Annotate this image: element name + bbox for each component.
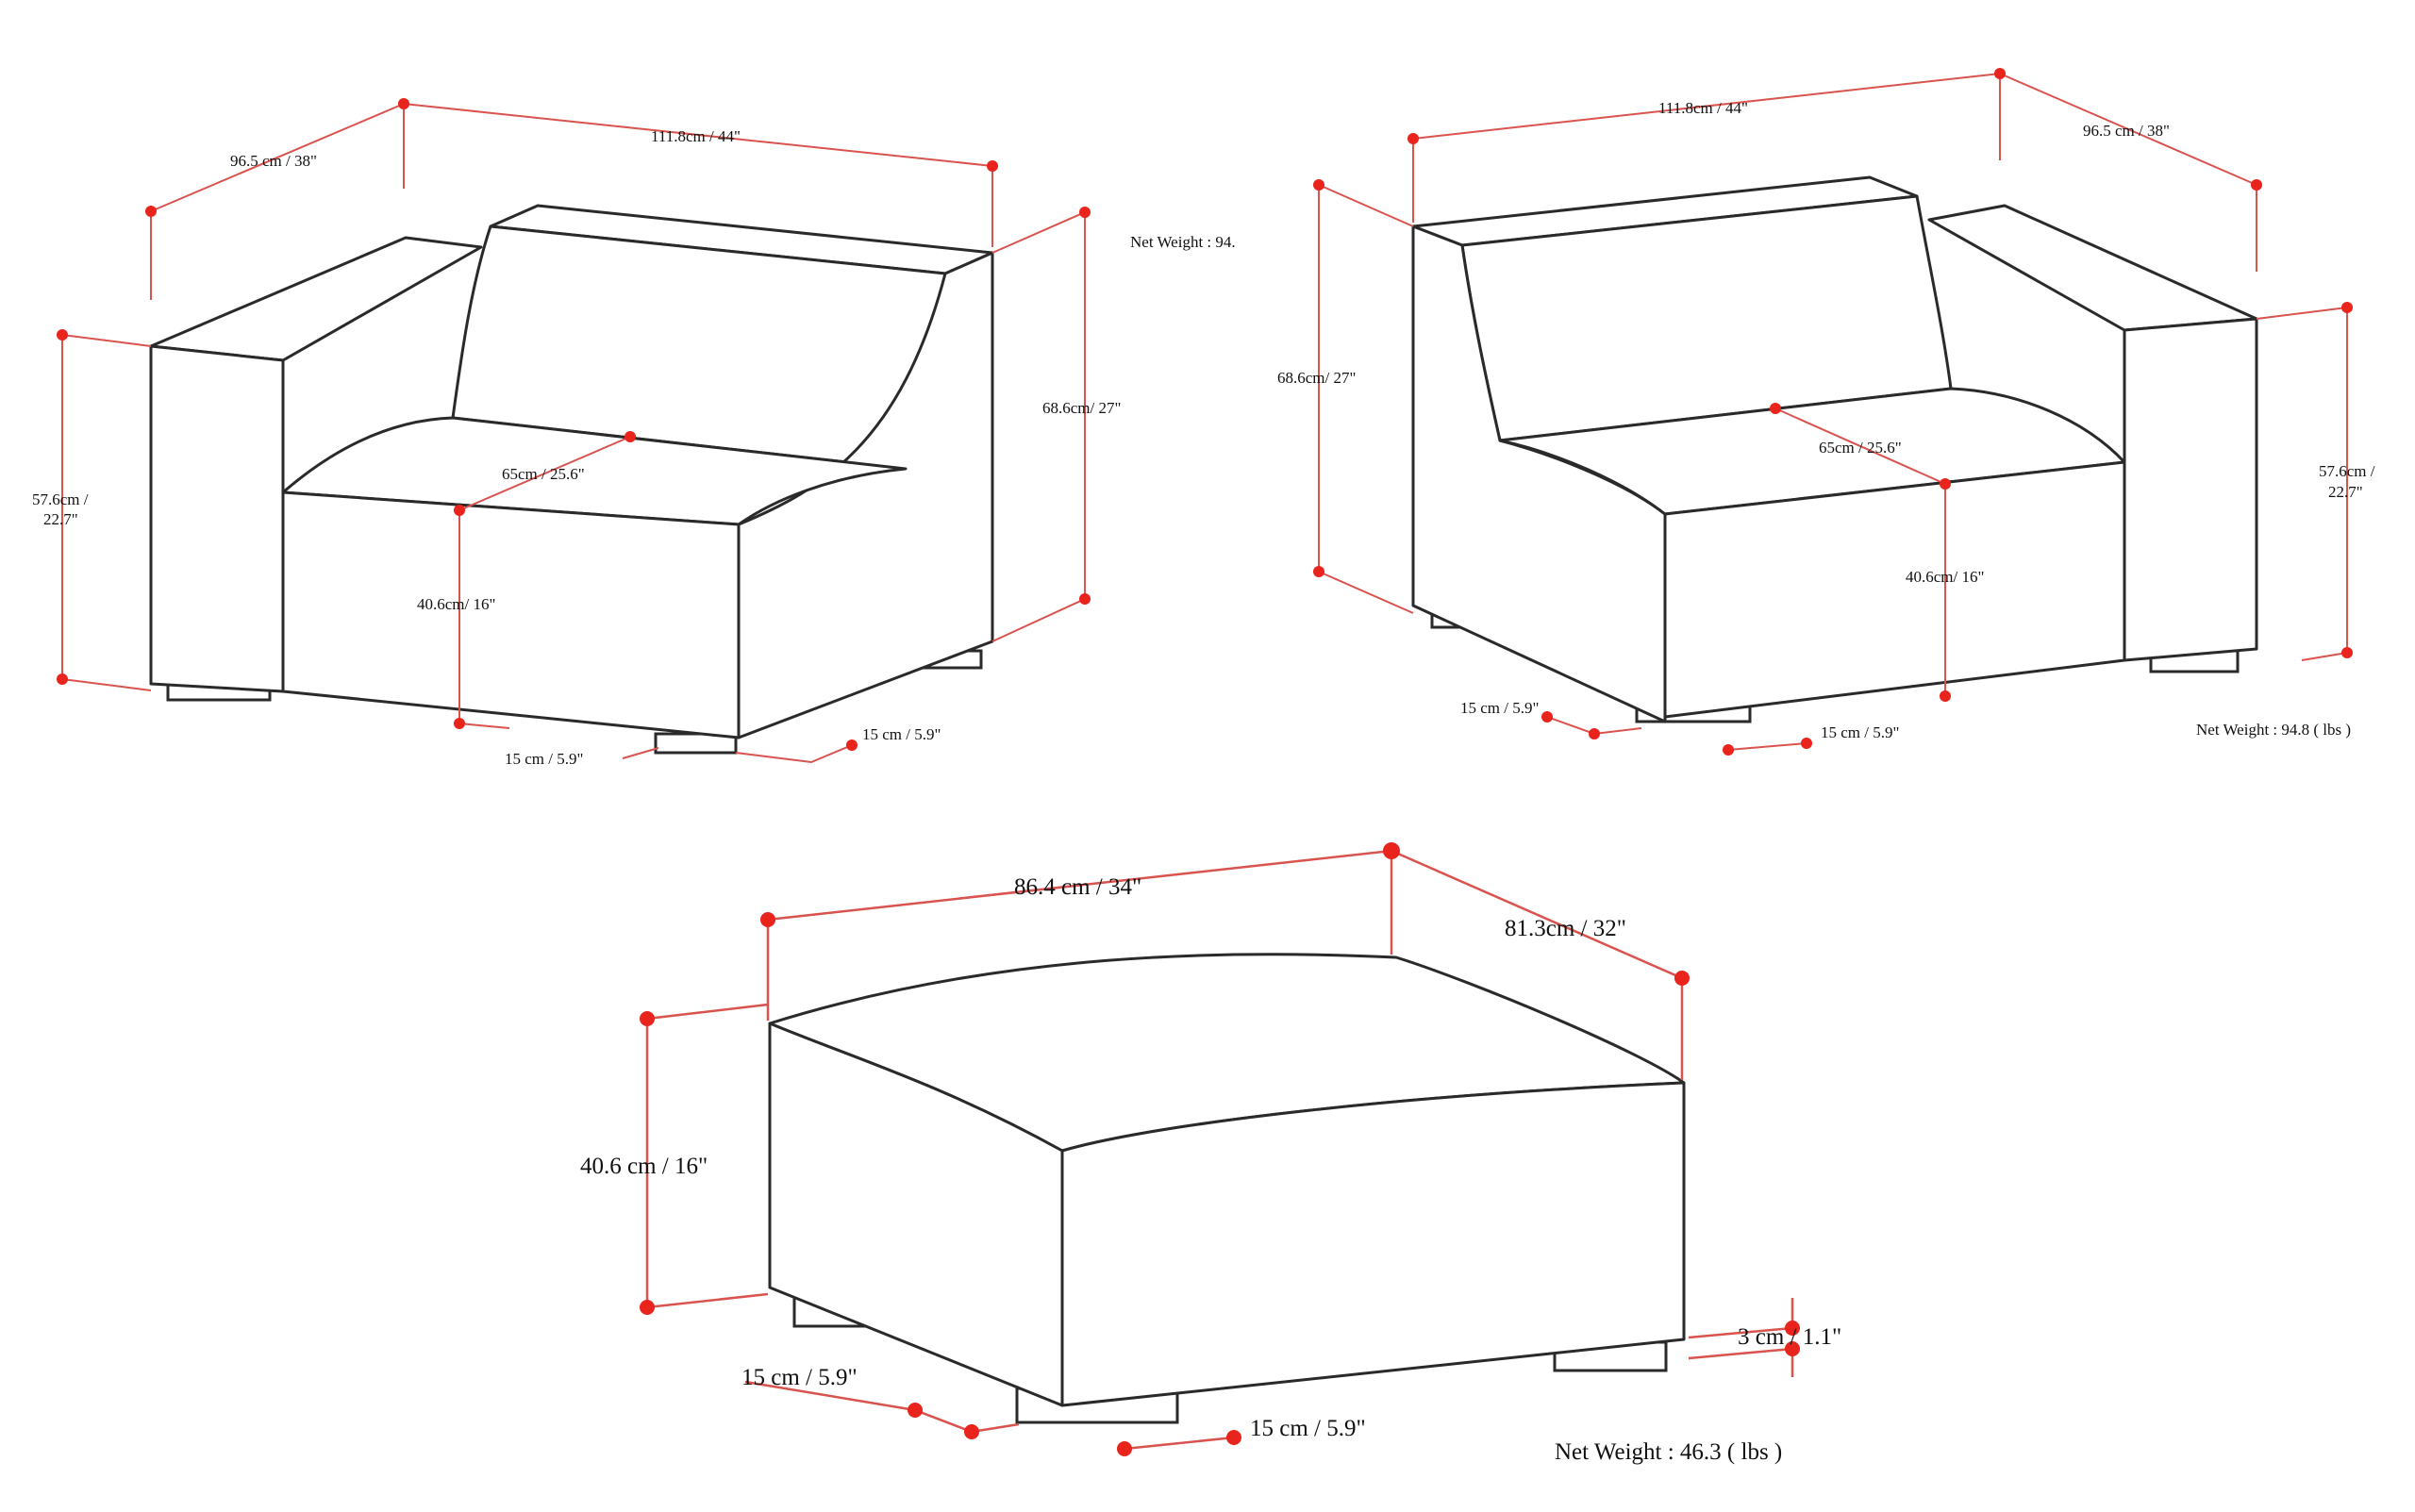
right-width-label: 111.8cm / 44" <box>1658 99 1748 117</box>
ottoman-markers <box>640 842 1800 1456</box>
right-chair-labels: 111.8cm / 44" 96.5 cm / 38" 68.6cm/ 27" … <box>1277 99 2375 741</box>
right-net-weight: Net Weight : 94.8 ( lbs ) <box>2196 721 2351 739</box>
right-depth-label: 96.5 cm / 38" <box>2083 122 2170 140</box>
right-chair-markers <box>1313 68 2353 756</box>
left-depth-label: 96.5 cm / 38" <box>230 152 317 170</box>
right-seat-depth-label: 65cm / 25.6" <box>1819 439 1902 457</box>
right-chair <box>1411 175 2258 723</box>
right-seat-height-label: 40.6cm/ 16" <box>1906 568 1984 586</box>
right-arm-height-label-2: 22.7" <box>2328 483 2363 501</box>
left-width-label: 111.8cm / 44" <box>651 127 741 145</box>
left-back-height-label: 68.6cm/ 27" <box>1042 399 1121 417</box>
left-leg-a-label: 15 cm / 5.9" <box>862 725 941 743</box>
right-back-height-label: 68.6cm/ 27" <box>1277 369 1356 387</box>
left-chair <box>149 204 994 755</box>
left-chair-labels: 96.5 cm / 38" 111.8cm / 44" Net Weight :… <box>32 127 1236 768</box>
ottoman-leg-a-label: 15 cm / 5.9" <box>741 1365 858 1390</box>
ottoman-leg-b-label: 15 cm / 5.9" <box>1250 1416 1366 1441</box>
ottoman-leg-height-label: 3 cm / 1.1" <box>1738 1324 1841 1350</box>
right-arm-height-label-1: 57.6cm / <box>2319 462 2375 480</box>
ottoman-height-label: 40.6 cm / 16" <box>580 1154 708 1179</box>
right-leg-a-label: 15 cm / 5.9" <box>1460 699 1539 717</box>
left-leg-b-label: 15 cm / 5.9" <box>505 750 583 768</box>
right-leg-b-label: 15 cm / 5.9" <box>1821 723 1899 741</box>
left-arm-height-label-1: 57.6cm / <box>32 490 89 508</box>
left-net-weight: Net Weight : 94. <box>1130 233 1236 251</box>
ottoman <box>768 953 1686 1424</box>
left-seat-depth-label: 65cm / 25.6" <box>502 465 585 483</box>
left-arm-height-label-2: 22.7" <box>43 510 78 528</box>
ottoman-depth-label: 81.3cm / 32" <box>1505 916 1626 941</box>
ottoman-width-label: 86.4 cm / 34" <box>1014 874 1141 900</box>
left-seat-height-label: 40.6cm/ 16" <box>417 595 495 613</box>
left-chair-markers <box>57 98 1091 751</box>
ottoman-net-weight: Net Weight : 46.3 ( lbs ) <box>1555 1439 1782 1465</box>
ottoman-labels: 86.4 cm / 34" 81.3cm / 32" 40.6 cm / 16"… <box>580 874 1841 1465</box>
